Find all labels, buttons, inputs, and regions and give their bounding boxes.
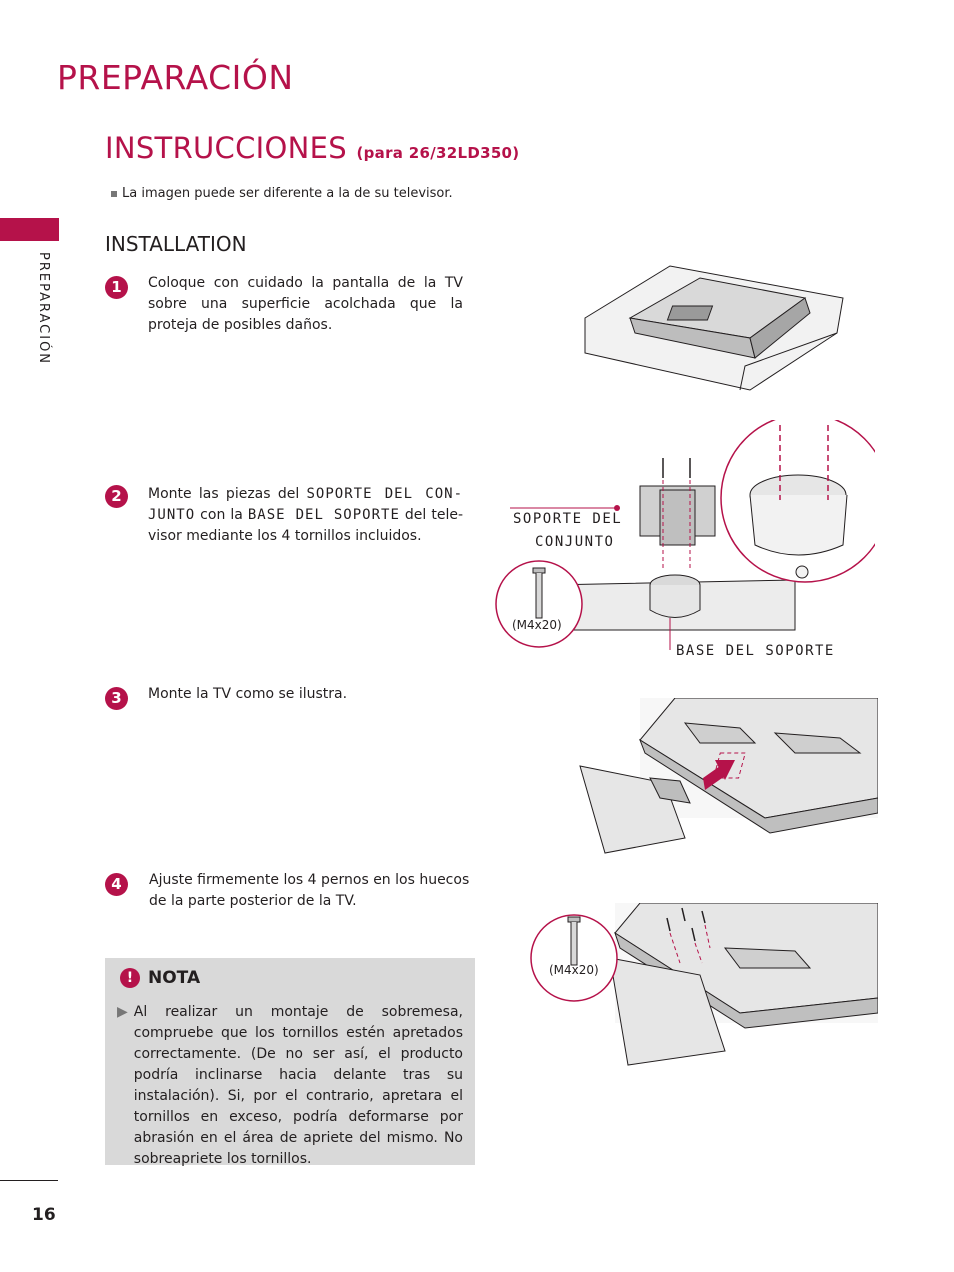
installation-heading: INSTALLATION [105, 232, 247, 256]
tv-on-cushion-illustration [584, 265, 844, 391]
page-number: 16 [32, 1205, 56, 1225]
step-4-text: Ajuste firmemente los 4 pernos en los hu… [149, 872, 470, 909]
footer-divider [0, 1180, 58, 1181]
exclamation-icon: ! [120, 968, 140, 988]
step-2-text: Monte las piezas del SOPORTE DEL CON-JUN… [148, 484, 463, 547]
label-soporte-line1: SOPORTE DEL [513, 511, 623, 527]
label-base-soporte: BASE DEL SOPORTE [676, 643, 835, 659]
sidebar-label: PREPARACIÓN [36, 252, 51, 366]
tighten-screws-illustration [530, 903, 878, 1066]
note-heading: ! NOTA [120, 968, 200, 988]
screw-label-1: (M4x20) [512, 618, 562, 632]
step-1-text: Coloque con cuidado la pantalla de la TV… [148, 275, 463, 333]
stand-assembly-illustration [495, 420, 875, 650]
step-2-text-a: Monte las piezas del [148, 486, 307, 502]
label-soporte-line2: CONJUNTO [535, 534, 615, 550]
note-heading-text: NOTA [148, 968, 201, 988]
sidebar-tab [0, 218, 59, 241]
step-2-text-c: con la [195, 507, 248, 523]
screw-label-2: (M4x20) [549, 963, 599, 977]
mount-tv-illustration [579, 698, 878, 854]
subtitle-main: INSTRUCCIONES [105, 131, 347, 165]
step-2-number: 2 [105, 485, 128, 508]
triangle-bullet-icon: ▶ [117, 1004, 128, 1020]
step-3-text: Monte la TV como se ilustra. [148, 686, 348, 702]
image-note: La imagen puede ser diferente a la de su… [111, 186, 453, 201]
note-body: ▶ Al realizar un montaje de sobremesa, c… [117, 1002, 463, 1170]
step-1-number: 1 [105, 276, 128, 299]
bullet-square-icon [111, 190, 117, 197]
step-2-base: BASE DEL SOPORTE [247, 507, 400, 523]
subtitle-model: (para 26/32LD350) [356, 144, 520, 162]
section-heading: INSTRUCCIONES (para 26/32LD350) [105, 131, 519, 165]
note-text: Al realizar un montaje de sobremesa, com… [133, 1004, 463, 1167]
step-4-number: 4 [105, 873, 128, 896]
image-note-text: La imagen puede ser diferente a la de su… [122, 186, 453, 201]
step-3-number: 3 [105, 687, 128, 710]
note-box [105, 958, 475, 1165]
step-2-soporte: SOPORTE DEL CON-JUNTO [148, 486, 464, 523]
step-2-text-e: del tele-visor mediante los 4 tornillos … [148, 507, 463, 544]
page-title: PREPARACIÓN [57, 58, 294, 97]
